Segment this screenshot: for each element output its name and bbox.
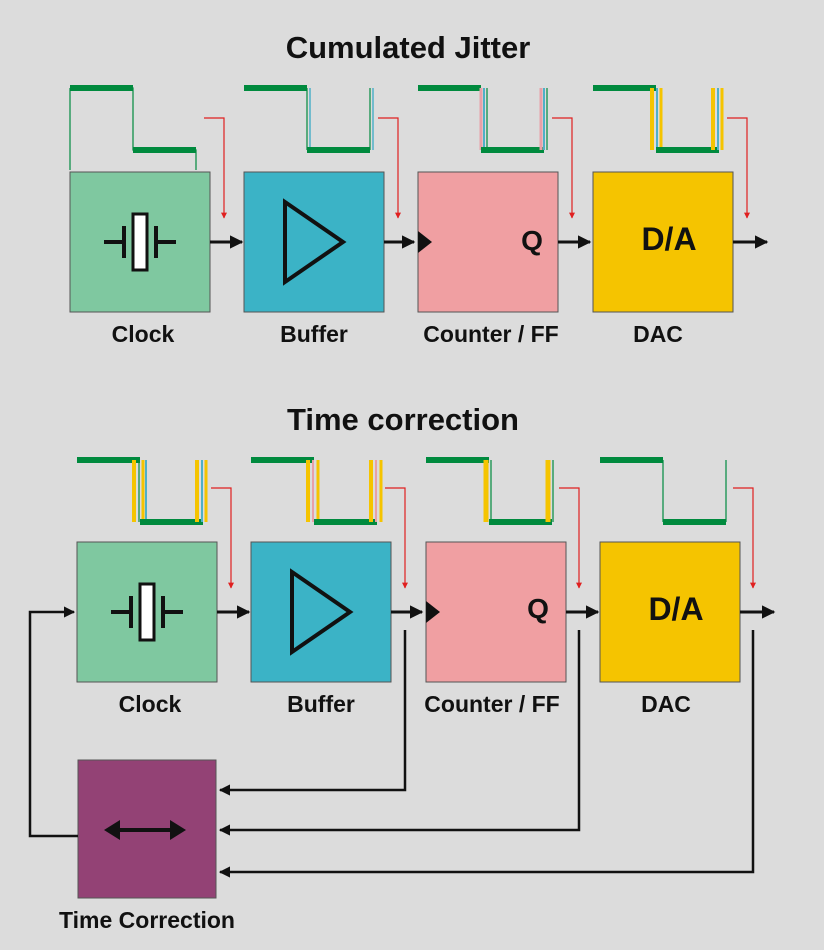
label-counter: Counter / FF	[423, 321, 558, 347]
waveform-dac-output	[593, 85, 724, 153]
dac-inner-label: D/A	[641, 221, 696, 257]
label-dac: DAC	[633, 321, 683, 347]
buffer-triangle-icon	[290, 568, 354, 656]
waveform-buffer-output	[244, 85, 374, 153]
block-counter-corrected	[425, 541, 567, 683]
double-arrow-icon	[104, 820, 186, 840]
buffer-triangle-icon	[283, 198, 347, 286]
waveform-counter-output	[418, 85, 548, 153]
waveform-buffer-corrected	[251, 457, 383, 525]
label-buffer: Buffer	[280, 321, 348, 347]
label-counter-corrected: Counter / FF	[424, 691, 559, 717]
label-dac-corrected: DAC	[641, 691, 691, 717]
counter-q-output: Q	[521, 225, 543, 256]
section-title-cumulated-jitter: Cumulated Jitter	[286, 30, 531, 65]
sample-markers-top	[204, 117, 750, 219]
block-counter	[417, 171, 559, 313]
clock-input-icon	[426, 601, 440, 623]
waveform-dac-corrected	[600, 457, 727, 525]
label-clock-corrected: Clock	[119, 691, 182, 717]
counter-q-output-corrected: Q	[527, 593, 549, 624]
section-title-time-correction: Time correction	[287, 402, 519, 437]
sample-markers-bottom	[211, 487, 756, 589]
block-buffer	[243, 171, 385, 313]
waveform-clock-corrected	[77, 457, 208, 525]
clock-input-icon	[418, 231, 432, 253]
label-time-correction: Time Correction	[59, 907, 235, 933]
feedback-lines	[28, 606, 755, 878]
label-clock: Clock	[112, 321, 175, 347]
label-buffer-corrected: Buffer	[287, 691, 355, 717]
crystal-oscillator-icon	[104, 212, 176, 272]
waveform-clock-output	[69, 85, 197, 170]
dac-inner-label-corrected: D/A	[648, 591, 703, 627]
block-dac-corrected	[599, 541, 741, 683]
block-dac	[592, 171, 734, 313]
block-buffer-corrected	[250, 541, 392, 683]
crystal-oscillator-icon	[111, 582, 183, 642]
waveform-counter-corrected	[426, 457, 554, 525]
